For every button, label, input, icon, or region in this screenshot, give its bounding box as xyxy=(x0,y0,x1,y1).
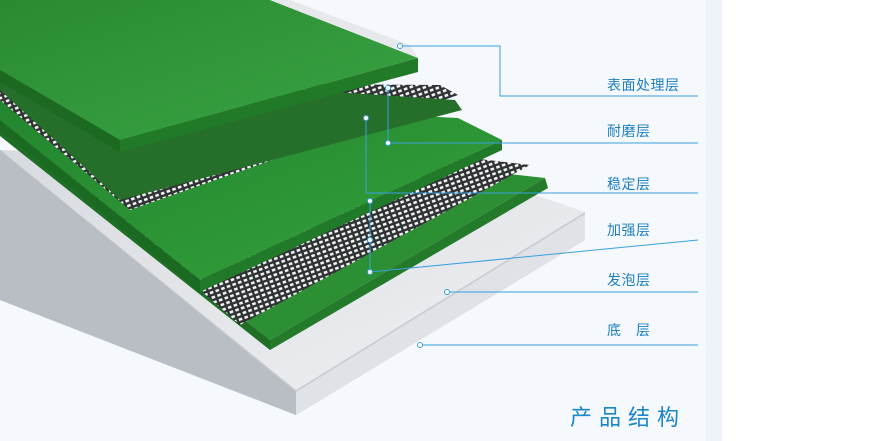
label-foam-layer: 发泡层 xyxy=(607,270,651,290)
label-stable-layer: 稳定层 xyxy=(607,174,651,194)
label-base-layer: 底 层 xyxy=(607,320,651,340)
diagram-caption: 产品结构 xyxy=(570,400,686,432)
label-wear-layer: 耐磨层 xyxy=(607,121,651,141)
label-surface-layer: 表面处理层 xyxy=(607,75,680,95)
label-reinforce-layer: 加强层 xyxy=(607,220,651,240)
